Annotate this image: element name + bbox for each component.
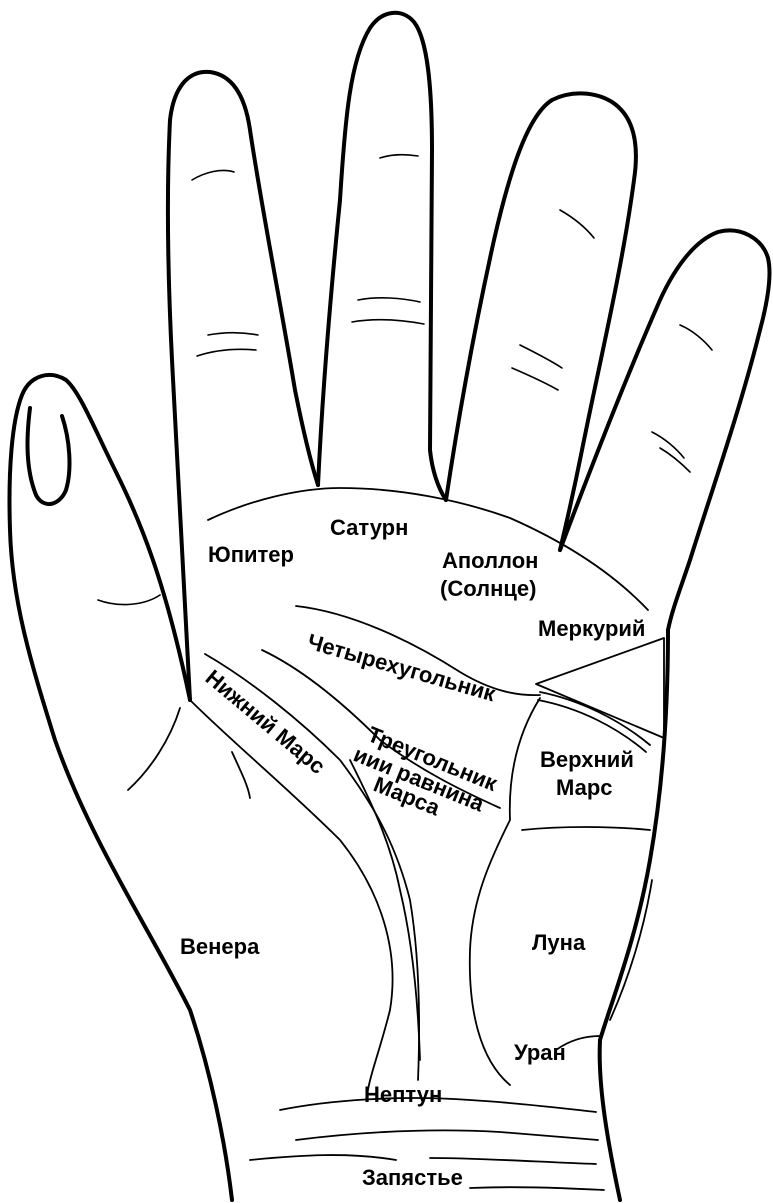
ring-crease-mid-2 (512, 368, 558, 390)
index-crease-mid-2 (197, 349, 256, 356)
thumb-small-line (232, 752, 250, 798)
label-saturn: Сатурн (330, 515, 408, 540)
middle-crease-mid-1 (358, 298, 420, 302)
middle-finger-outline (318, 13, 446, 500)
finger-creases (192, 155, 712, 472)
region-labels: Юпитер Сатурн Аполлон (Солнце) Меркурий … (180, 515, 645, 1190)
label-upper-mars-1: Верхний (540, 747, 634, 772)
thumb-outline (10, 375, 233, 1200)
label-quadrangle: Четырехугольник (305, 629, 499, 707)
label-neptune: Нептун (364, 1082, 442, 1107)
label-uranus: Уран (514, 1040, 566, 1065)
moon-right-line (610, 880, 652, 1020)
label-lower-mars: Нижний Марс (201, 665, 330, 779)
thumb-crease (98, 595, 160, 605)
middle-crease-mid-2 (352, 320, 424, 324)
label-apollo-2: (Солнце) (440, 576, 536, 601)
index-crease-top (192, 170, 234, 180)
label-moon: Луна (532, 930, 586, 955)
thumb-nail (28, 408, 70, 504)
label-wrist: Запястье (362, 1165, 463, 1190)
ring-crease-mid-1 (520, 345, 562, 368)
life-line (205, 654, 419, 1080)
hand-outline (10, 13, 770, 1200)
label-upper-mars-2: Марс (556, 775, 613, 800)
wrist-line-5 (470, 1187, 604, 1190)
upper-mars-separator (522, 827, 650, 830)
index-crease-mid-1 (208, 333, 258, 335)
ring-crease-top (560, 210, 594, 238)
label-venus: Венера (180, 934, 260, 959)
label-jupiter: Юпитер (208, 542, 294, 567)
little-crease-top (680, 325, 712, 350)
wrist-line-2 (296, 1130, 598, 1140)
little-crease-mid-2 (660, 448, 690, 472)
ring-finger-outline (446, 93, 636, 550)
middle-crease-top (380, 155, 418, 158)
little-finger-outline (560, 230, 770, 630)
thumb-base-line (128, 708, 180, 790)
wrist-line-3 (250, 1155, 396, 1160)
mercury-triangle (536, 638, 664, 738)
wrist-line-4 (430, 1158, 596, 1164)
moon-curve (470, 698, 540, 1085)
label-mercury: Меркурий (538, 616, 645, 641)
label-apollo-1: Аполлон (442, 548, 538, 573)
